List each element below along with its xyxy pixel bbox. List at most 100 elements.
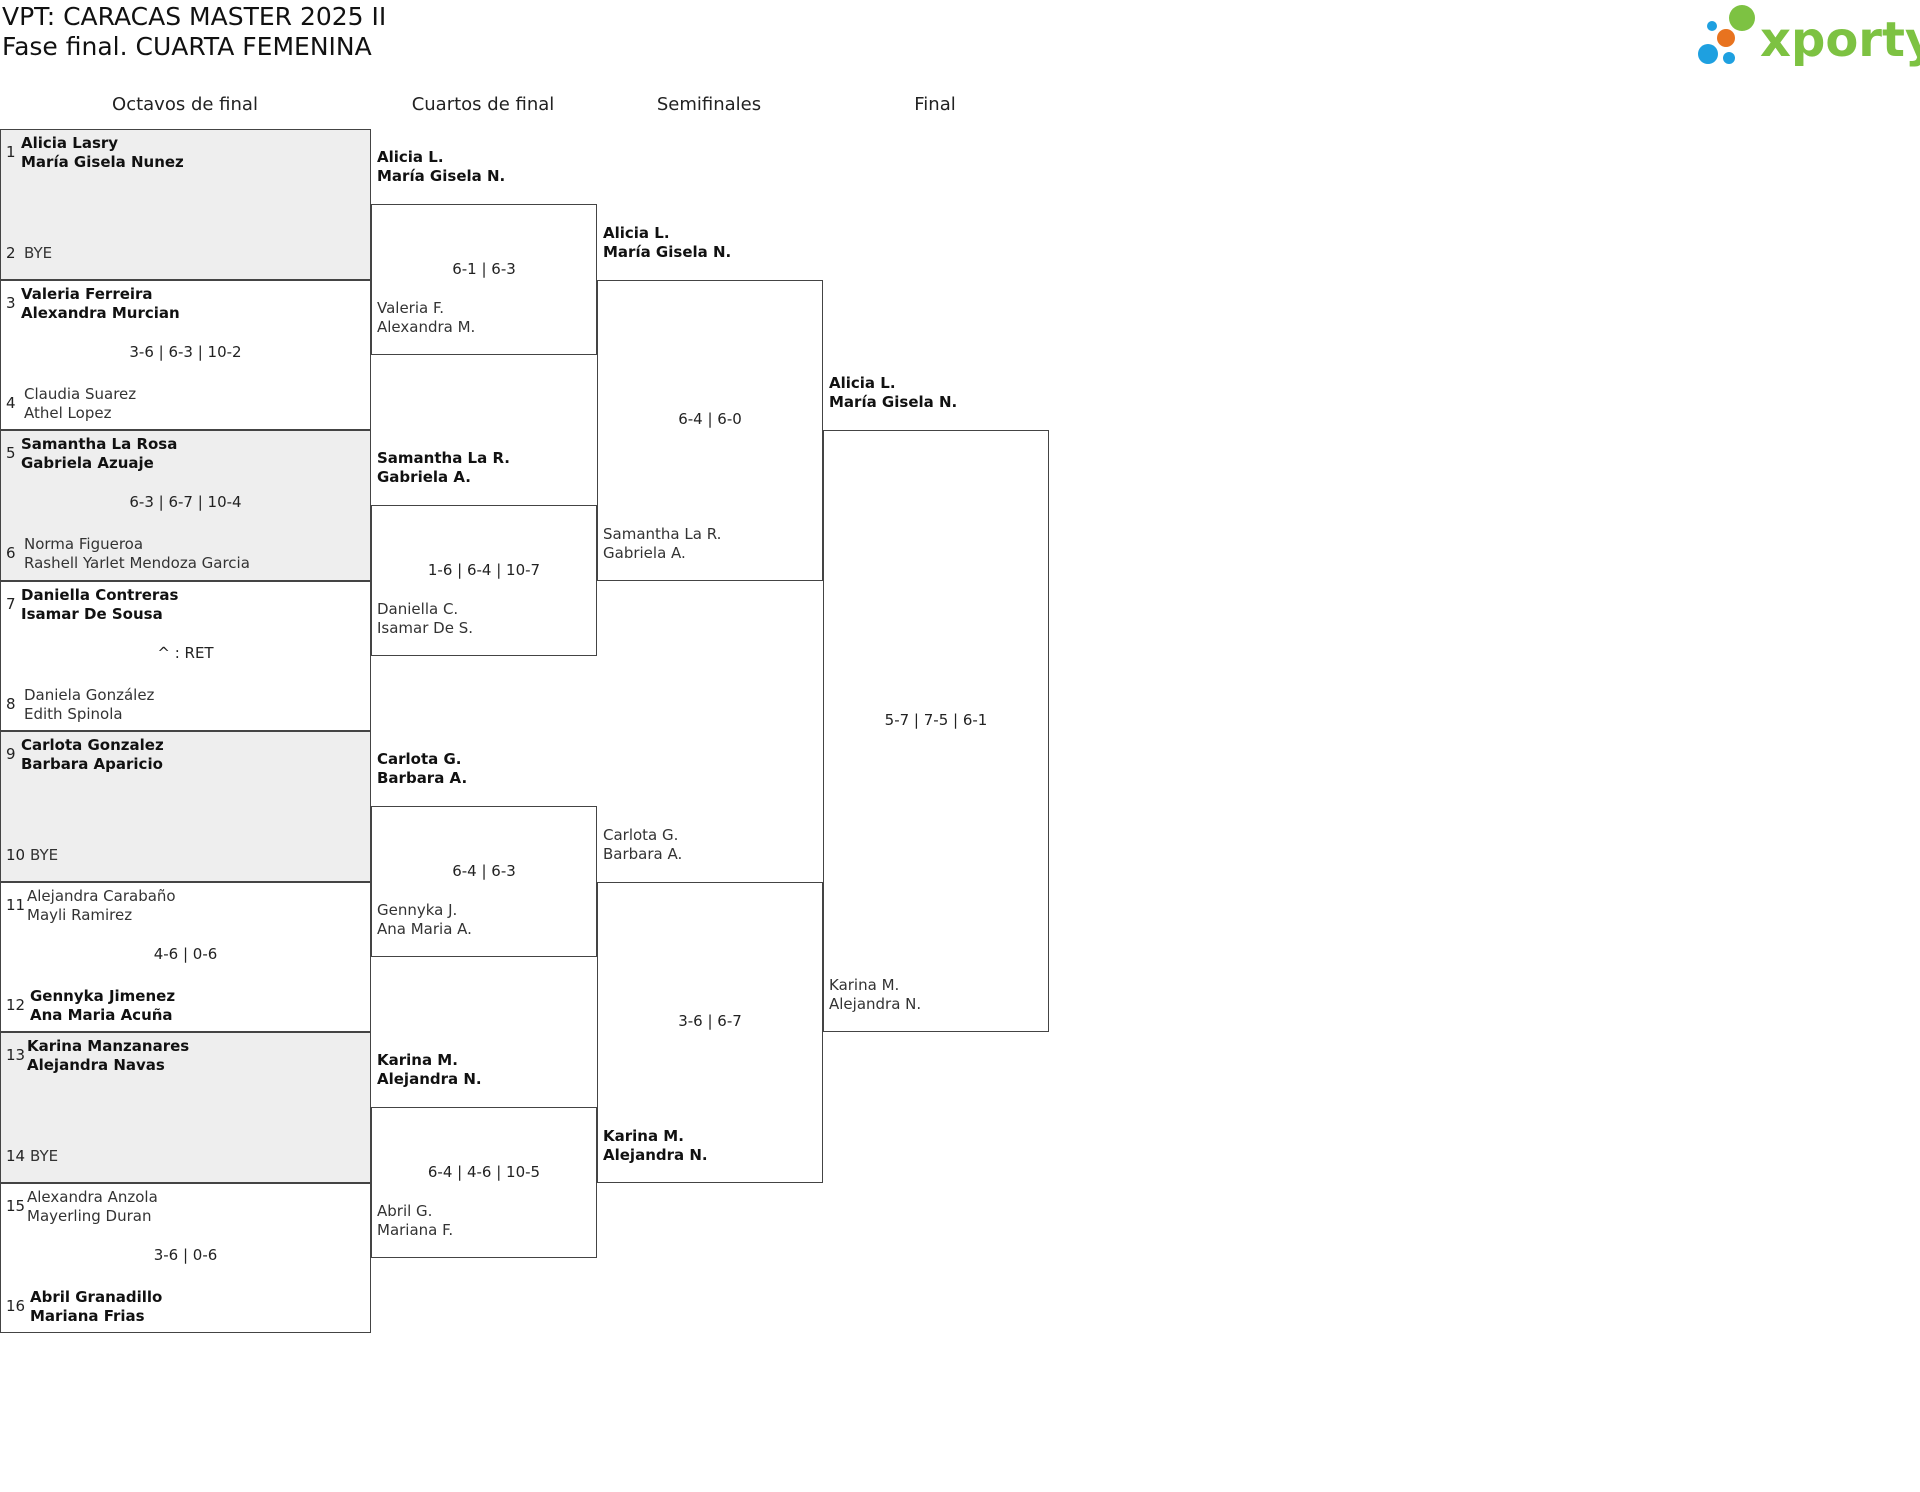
seed-number: 3 [6, 293, 16, 312]
team-top-r16-player: María Gisela Nunez [21, 153, 184, 171]
team-bottom-r16-player: BYE [30, 846, 59, 864]
logo-dot-blue-small [1723, 52, 1735, 64]
team-top-final-player: María Gisela N. [829, 393, 958, 411]
team-top-r16-player: Mayerling Duran [27, 1206, 152, 1225]
team-top-sf-player: Barbara A. [603, 844, 683, 863]
team-bottom-r16-player: BYE [30, 1147, 59, 1165]
round-header-semifinales: Semifinales [656, 94, 762, 115]
seed-number: 8 [6, 694, 16, 713]
match-box-r16 [0, 881, 371, 1032]
logo-dot-green-small [1707, 21, 1717, 31]
team-bottom-r16-player: Gennyka Jimenez [30, 986, 176, 1005]
page-subtitle: Fase final. CUARTA FEMENINA [2, 32, 372, 61]
team-top-r16-player: Karina Manzanares [27, 1037, 190, 1055]
round-header-octavos: Octavos de final [112, 94, 258, 115]
team-top-qf-player: Alejandra N. [377, 1070, 482, 1089]
team-bottom-r16: BYE [30, 1147, 58, 1166]
match-score: 3-6 | 6-3 | 10-2 [129, 342, 242, 361]
team-top-qf: Alicia L.María Gisela N. [377, 148, 505, 186]
team-top-qf-player: Samantha La R. [377, 449, 510, 468]
seed-number: 16 [6, 1296, 26, 1315]
team-bottom-qf-player: Isamar De S. [377, 618, 474, 637]
team-top-r16-player: Alexandra Anzola [27, 1187, 158, 1206]
team-bottom-final-player: Karina M. [829, 976, 900, 994]
team-top-r16-player: Carlota Gonzalez [21, 736, 164, 754]
match-score: 6-3 | 6-7 | 10-4 [129, 493, 242, 511]
match-box-r16 [0, 129, 371, 280]
match-score: 6-4 | 4-6 | 10-5 [427, 1162, 541, 1181]
seed-number: 10 [6, 846, 26, 864]
seed-number: 13 [6, 1046, 26, 1064]
team-bottom-final-player: Alejandra N. [829, 995, 922, 1013]
team-top-r16-player: Mayli Ramirez [27, 905, 133, 924]
team-top-qf-player: María Gisela N. [377, 167, 506, 186]
team-top-r16-player: Alejandra Carabaño [27, 886, 176, 905]
team-top-r16-player: Alicia Lasry [21, 134, 119, 152]
team-bottom-r16-player: Abril Granadillo [30, 1287, 163, 1306]
team-bottom-r16-player: Claudia Suarez [24, 384, 137, 403]
team-bottom-qf: Valeria F.Alexandra M. [377, 299, 475, 337]
team-bottom-r16-player: BYE [24, 244, 53, 262]
seed-number: 14 [6, 1147, 26, 1165]
team-bottom-qf-player: Mariana F. [377, 1220, 454, 1239]
team-bottom-r16-player: Athel Lopez [24, 403, 112, 422]
seed-number: 6 [6, 544, 16, 562]
seed-number: 2 [6, 244, 16, 262]
team-top-qf-player: Karina M. [377, 1051, 458, 1070]
logo-dot-blue [1698, 44, 1718, 64]
xporty-logo: xporty [1698, 5, 1920, 68]
match-box-r16 [0, 580, 371, 731]
team-top-qf-player: Carlota G. [377, 750, 462, 769]
team-bottom-r16-player: Daniela González [24, 685, 155, 704]
team-bottom-sf: Samantha La R.Gabriela A. [603, 525, 721, 563]
match-score: 5-7 | 7-5 | 6-1 [884, 711, 988, 729]
match-box-qf [371, 505, 597, 656]
team-bottom-qf-player: Abril G. [377, 1201, 433, 1220]
team-bottom-sf-player: Gabriela A. [603, 543, 686, 562]
team-top-sf-player: Carlota G. [603, 825, 679, 844]
team-bottom-final: Karina M.Alejandra N. [829, 976, 921, 1014]
match-score: 1-6 | 6-4 | 10-7 [427, 560, 541, 579]
match-score: 3-6 | 0-6 [153, 1245, 218, 1264]
match-box-final [823, 430, 1049, 1032]
match-box-sf [597, 881, 823, 1183]
team-bottom-r16-player: Edith Spinola [24, 704, 123, 723]
team-bottom-r16: BYE [30, 846, 58, 865]
round-header-final: Final [914, 94, 956, 115]
team-bottom-r16: BYE [24, 244, 52, 263]
team-top-r16-player: Alexandra Murcian [21, 303, 180, 322]
team-bottom-sf: Karina M.Alejandra N. [603, 1127, 708, 1165]
team-top-r16-player: Daniella Contreras [21, 585, 179, 604]
match-box-qf [371, 204, 597, 355]
team-top-qf: Samantha La R.Gabriela A. [377, 449, 510, 487]
team-top-r16-player: Samantha La Rosa [21, 435, 178, 453]
team-bottom-r16-player: Norma Figueroa [24, 535, 144, 553]
team-bottom-qf-player: Daniella C. [377, 599, 459, 618]
team-bottom-qf-player: Ana Maria A. [377, 919, 472, 938]
match-score: 4-6 | 0-6 [153, 944, 218, 963]
match-box-r16 [0, 279, 371, 430]
team-bottom-qf: Daniella C.Isamar De S. [377, 600, 473, 638]
match-score: ^ : RET [157, 643, 214, 662]
seed-number: 15 [6, 1196, 26, 1215]
team-top-final-player: Alicia L. [829, 374, 896, 392]
team-bottom-qf-player: Gennyka J. [377, 900, 458, 919]
team-top-qf-player: Alicia L. [377, 148, 444, 167]
team-bottom-sf-player: Alejandra N. [603, 1145, 708, 1164]
team-bottom-r16-player: Rashell Yarlet Mendoza Garcia [24, 554, 250, 572]
team-top-r16-player: Valeria Ferreira [21, 284, 153, 303]
team-top-sf: Carlota G.Barbara A. [603, 826, 682, 864]
team-bottom-qf-player: Valeria F. [377, 298, 444, 317]
match-score: 6-4 | 6-3 [452, 861, 516, 880]
team-top-r16-player: Isamar De Sousa [21, 604, 163, 623]
team-top-r16-player: Gabriela Azuaje [21, 454, 154, 472]
